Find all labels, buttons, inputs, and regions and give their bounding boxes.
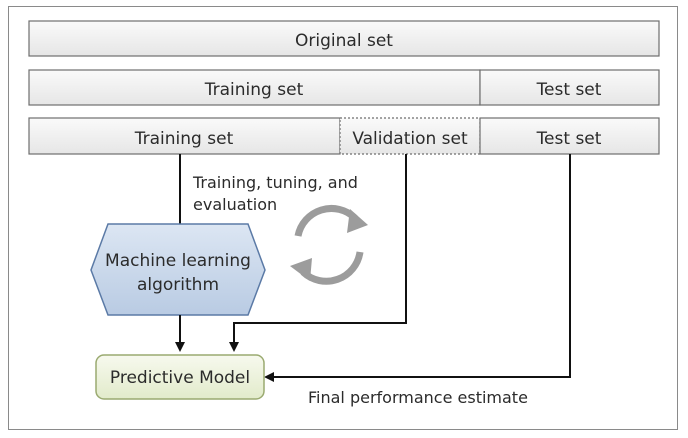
- original-set-box: [28, 20, 660, 57]
- test-set-label-row3: Test set: [536, 129, 602, 149]
- training-set-label-row2: Training set: [204, 80, 304, 100]
- process-note-line1: Training, tuning, and: [192, 173, 358, 192]
- figure-frame: [8, 6, 678, 430]
- ml-algorithm-label-line1: Machine learning: [105, 251, 251, 271]
- validation-set-box: [339, 117, 481, 155]
- test-set-box-row2: [479, 69, 660, 106]
- validation-to-model-arrow: [229, 154, 407, 352]
- test-set-box-row3: [479, 117, 660, 155]
- training-set-box-row2: [28, 69, 481, 106]
- training-set-box-row3: [28, 117, 341, 155]
- process-note-line2: evaluation: [193, 195, 277, 214]
- ml-algorithm-hexagon: [90, 223, 266, 316]
- ml-algorithm-label-line2: algorithm: [137, 275, 219, 295]
- predictive-model-label: Predictive Model: [110, 368, 250, 388]
- test-to-model-arrow: [264, 154, 571, 382]
- final-estimate-note: Final performance estimate: [308, 388, 528, 407]
- original-set-label: Original set: [295, 31, 393, 51]
- training-set-label-row3: Training set: [134, 129, 234, 149]
- validation-set-label: Validation set: [352, 129, 468, 149]
- predictive-model-box: [95, 354, 265, 400]
- test-set-label-row2: Test set: [536, 80, 602, 100]
- refresh-cycle-icon: [290, 204, 368, 285]
